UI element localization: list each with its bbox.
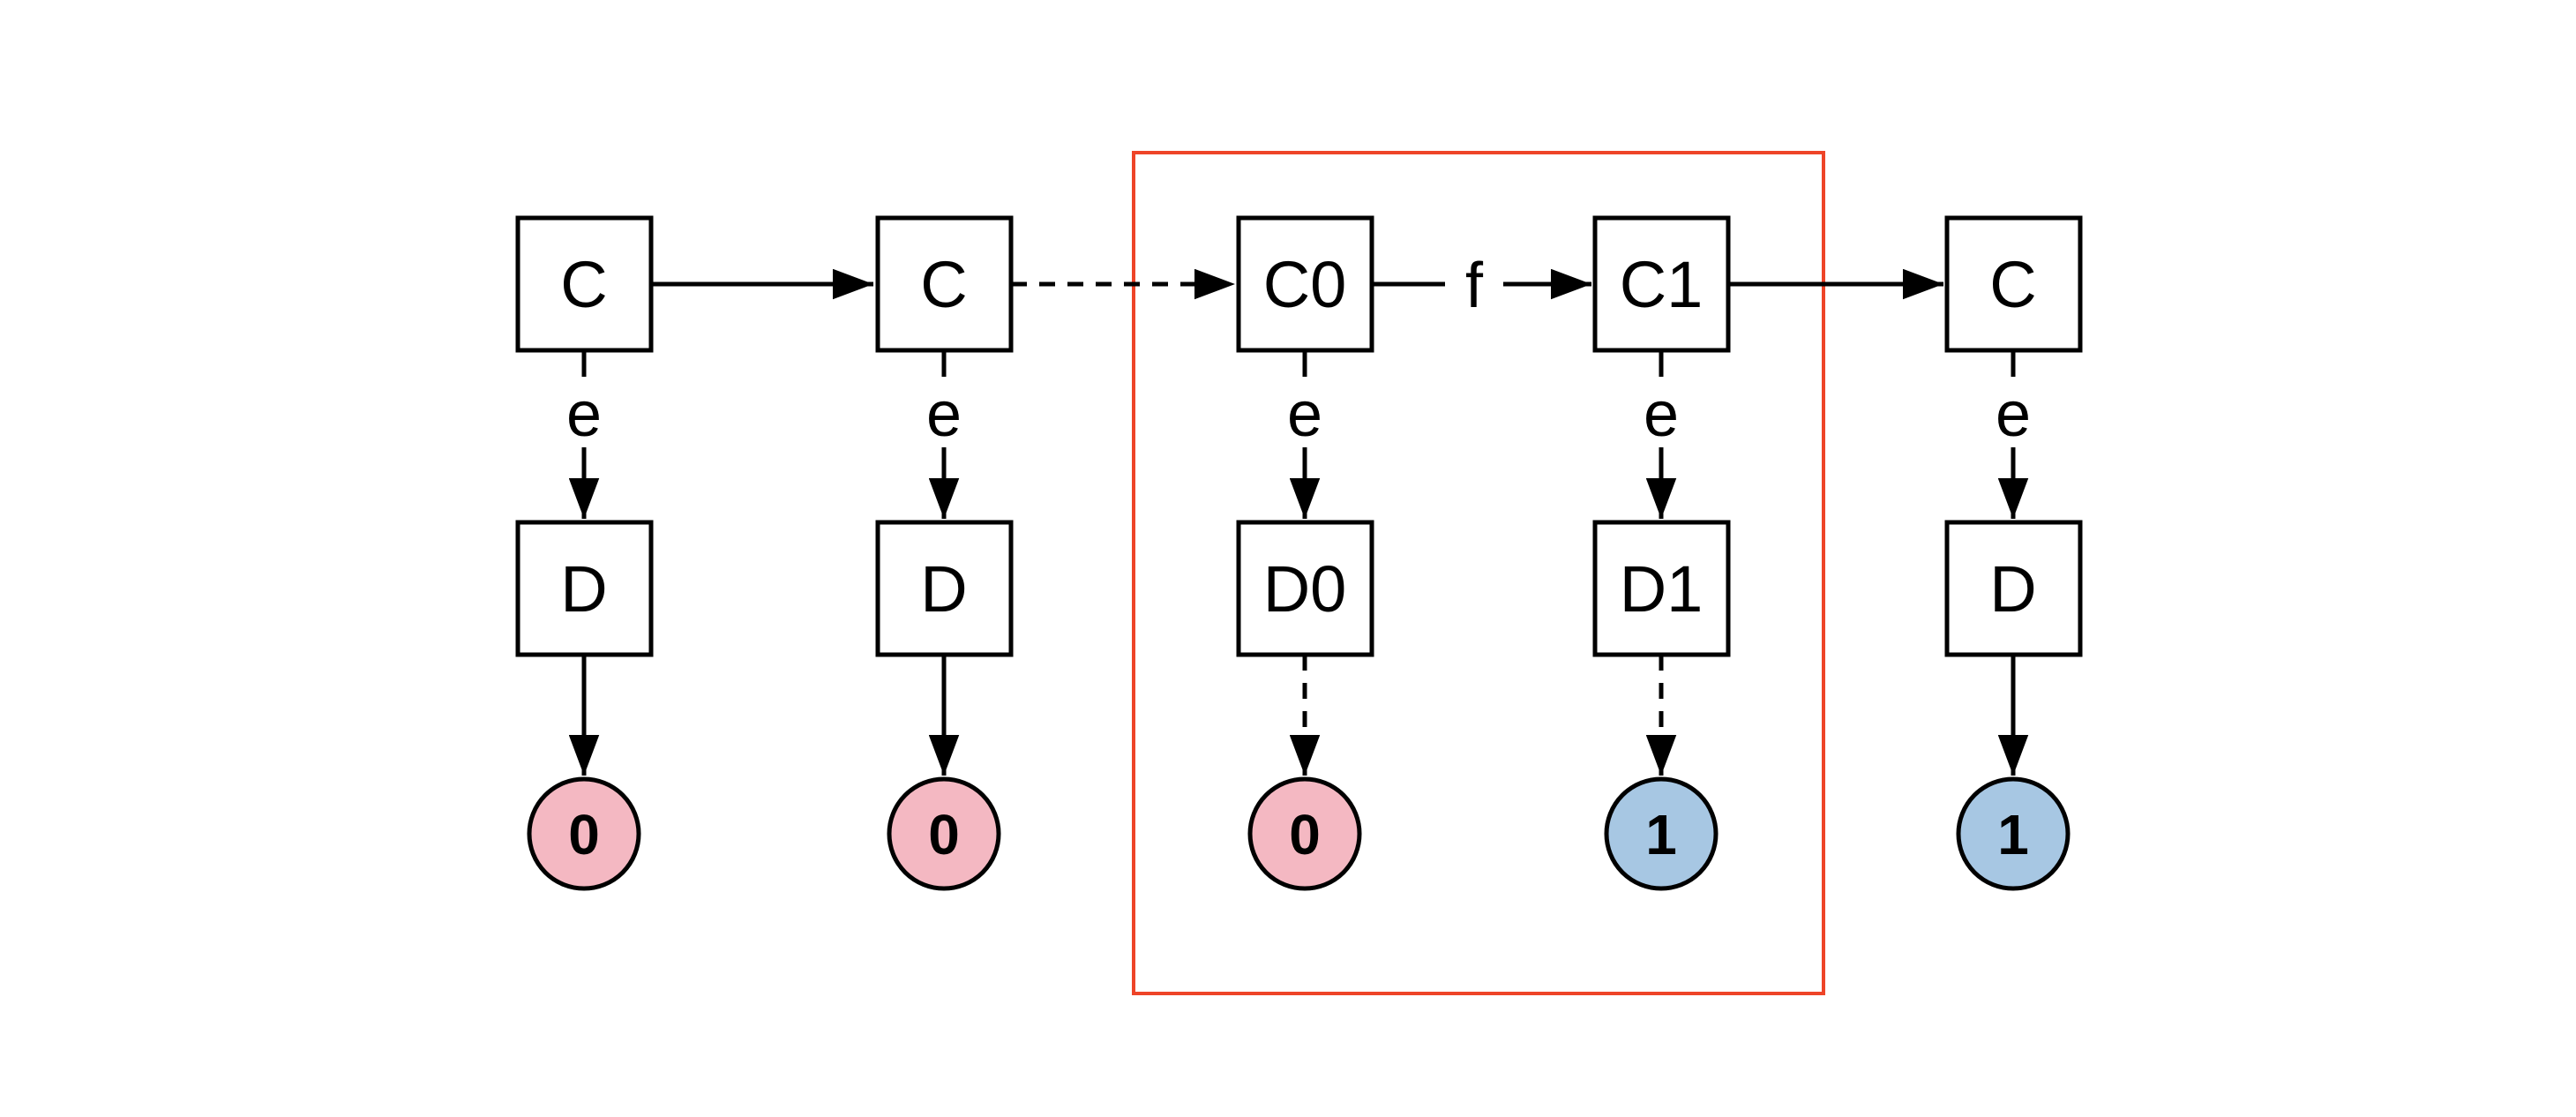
output-node-1 — [527, 776, 641, 891]
e-edge-label-2: e — [926, 379, 962, 450]
e-label-background-3 — [1277, 377, 1333, 447]
e-label-background-2 — [916, 377, 972, 447]
output-node-5 — [1956, 776, 2071, 891]
e-edge-label-3: e — [1287, 379, 1322, 450]
c-node-2 — [875, 215, 1014, 353]
d-node-2 — [875, 520, 1014, 657]
c-node-1 — [515, 215, 654, 353]
e-edge-label-5: e — [1996, 379, 2031, 450]
d-node-2-label: D — [920, 552, 967, 626]
output-node-4-label: 1 — [1645, 803, 1677, 866]
column-3: C0 e D0 0 — [1236, 215, 1374, 891]
c0-node-label: C0 — [1263, 248, 1347, 321]
e-label-background-4 — [1633, 377, 1689, 447]
column-1: C e D 0 — [515, 215, 654, 891]
column-5: C e D 1 — [1944, 215, 2083, 891]
c-node-1-label: C — [560, 248, 607, 321]
c1-node — [1592, 215, 1731, 353]
d1-node-label: D1 — [1620, 552, 1704, 626]
output-node-1-label: 0 — [568, 803, 600, 866]
d-node-5 — [1944, 520, 2083, 657]
e-label-background-1 — [556, 377, 612, 447]
c-node-5-label: C — [1989, 248, 2036, 321]
f-label-background — [1445, 245, 1503, 321]
e-edge-label-4: e — [1644, 379, 1679, 450]
c-node-2-label: C — [920, 248, 967, 321]
e-label-background-5 — [1985, 377, 2041, 447]
output-node-2-label: 0 — [928, 803, 960, 866]
output-node-3 — [1247, 776, 1362, 891]
column-2: C e D 0 — [875, 215, 1014, 891]
output-node-3-label: 0 — [1289, 803, 1321, 866]
d1-node — [1592, 520, 1731, 657]
c1-node-label: C1 — [1620, 248, 1704, 321]
output-node-4 — [1604, 776, 1719, 891]
output-node-2 — [887, 776, 1001, 891]
column-4: C1 e D1 1 — [1592, 215, 1731, 891]
d0-node-label: D0 — [1263, 552, 1347, 626]
highlight-box — [1132, 151, 1825, 995]
d-node-1-label: D — [560, 552, 607, 626]
f-edge-label: f — [1465, 251, 1484, 321]
output-node-5-label: 1 — [1997, 803, 2029, 866]
d-node-5-label: D — [1989, 552, 2036, 626]
e-edge-label-1: e — [566, 379, 602, 450]
